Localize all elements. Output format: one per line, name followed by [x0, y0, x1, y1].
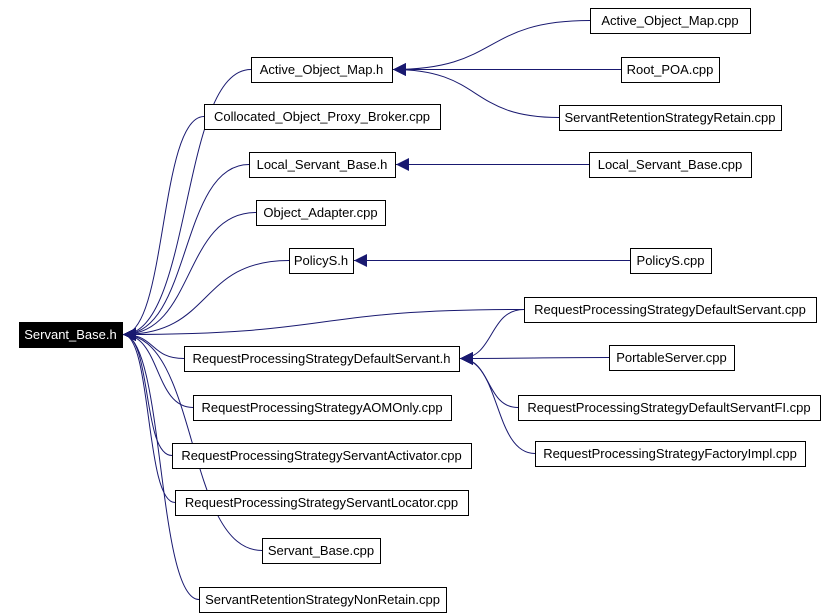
edge-active_object_map_cpp-to-active_object_map_h — [392, 20, 591, 76]
node-label-root_poa_cpp: Root_POA.cpp — [627, 62, 714, 77]
node-policys_h[interactable]: PolicyS.h — [289, 248, 354, 274]
edge-portableserver_cpp-to-rpsds_h — [459, 351, 610, 365]
node-box-rpsfi_cpp — [535, 441, 806, 467]
node-rpsdsfi_cpp[interactable]: RequestProcessingStrategyDefaultServantF… — [518, 395, 821, 421]
edge-rpsds_h-to-servant_base_h — [122, 328, 185, 359]
node-box-servant_base_h — [19, 322, 123, 348]
node-label-collocated_cpp: Collocated_Object_Proxy_Broker.cpp — [214, 109, 430, 124]
node-box-srsnr_cpp — [199, 587, 447, 613]
node-box-rpsaom_cpp — [193, 395, 452, 421]
node-box-srsr_cpp — [559, 105, 782, 131]
node-label-policys_cpp: PolicyS.cpp — [637, 253, 705, 268]
node-box-policys_cpp — [630, 248, 712, 274]
node-box-rpssa_cpp — [172, 443, 472, 469]
node-box-portableserver_cpp — [609, 345, 735, 371]
node-box-servant_base_cpp — [262, 538, 381, 564]
node-label-local_servant_base_cpp: Local_Servant_Base.cpp — [598, 157, 743, 172]
edge-rpssa_cpp-to-servant_base_h — [122, 328, 173, 456]
node-object_adapter_cpp[interactable]: Object_Adapter.cpp — [256, 200, 386, 226]
node-servant_base_cpp[interactable]: Servant_Base.cpp — [262, 538, 381, 564]
node-rpsaom_cpp[interactable]: RequestProcessingStrategyAOMOnly.cpp — [193, 395, 452, 421]
node-box-rpsdsfi_cpp — [518, 395, 821, 421]
node-label-rpssa_cpp: RequestProcessingStrategyServantActivato… — [181, 448, 461, 463]
node-rpssa_cpp[interactable]: RequestProcessingStrategyServantActivato… — [172, 443, 472, 469]
node-label-rpssl_cpp: RequestProcessingStrategyServantLocator.… — [185, 495, 458, 510]
edge-servant_base_cpp-to-servant_base_h — [122, 328, 263, 551]
node-label-active_object_map_h: Active_Object_Map.h — [260, 62, 384, 77]
node-collocated_cpp[interactable]: Collocated_Object_Proxy_Broker.cpp — [204, 104, 441, 130]
node-box-local_servant_base_h — [249, 152, 396, 178]
edge-object_adapter_cpp-to-servant_base_h — [122, 212, 257, 341]
edge-local_servant_base_h-to-servant_base_h — [122, 164, 250, 341]
edge-rpssl_cpp-to-servant_base_h — [122, 328, 176, 503]
node-rpsds_h[interactable]: RequestProcessingStrategyDefaultServant.… — [184, 346, 460, 372]
node-label-local_servant_base_h: Local_Servant_Base.h — [257, 157, 388, 172]
node-srsnr_cpp[interactable]: ServantRetentionStrategyNonRetain.cpp — [199, 587, 447, 613]
node-box-active_object_map_h — [251, 57, 393, 83]
node-label-servant_base_cpp: Servant_Base.cpp — [268, 543, 374, 558]
node-box-rpssl_cpp — [175, 490, 469, 516]
node-label-rpsdsfi_cpp: RequestProcessingStrategyDefaultServantF… — [527, 400, 810, 415]
node-box-local_servant_base_cpp — [589, 152, 752, 178]
node-label-active_object_map_cpp: Active_Object_Map.cpp — [601, 13, 738, 28]
node-box-collocated_cpp — [204, 104, 441, 130]
edge-rpsfi_cpp-to-rpsds_h — [459, 352, 536, 454]
edge-rpsdsfi_cpp-to-rpsds_h — [459, 352, 519, 408]
edge-rpsds_cpp-to-servant_base_h — [122, 309, 525, 341]
node-box-root_poa_cpp — [621, 57, 720, 83]
node-label-object_adapter_cpp: Object_Adapter.cpp — [263, 205, 377, 220]
node-local_servant_base_h[interactable]: Local_Servant_Base.h — [249, 152, 396, 178]
edge-srsr_cpp-to-active_object_map_h — [392, 63, 560, 118]
edge-policys_h-to-servant_base_h — [122, 260, 290, 341]
node-root_poa_cpp[interactable]: Root_POA.cpp — [621, 57, 720, 83]
node-box-rpsds_cpp — [524, 297, 817, 323]
node-portableserver_cpp[interactable]: PortableServer.cpp — [609, 345, 735, 371]
edge-rpsaom_cpp-to-servant_base_h — [122, 328, 194, 408]
node-label-rpsds_cpp: RequestProcessingStrategyDefaultServant.… — [534, 302, 806, 317]
node-box-active_object_map_cpp — [590, 8, 751, 34]
node-box-object_adapter_cpp — [256, 200, 386, 226]
node-box-rpsds_h — [184, 346, 460, 372]
node-rpssl_cpp[interactable]: RequestProcessingStrategyServantLocator.… — [175, 490, 469, 516]
node-label-srsr_cpp: ServantRetentionStrategyRetain.cpp — [564, 110, 775, 125]
node-label-rpsfi_cpp: RequestProcessingStrategyFactoryImpl.cpp — [543, 446, 797, 461]
node-label-rpsds_h: RequestProcessingStrategyDefaultServant.… — [193, 351, 451, 366]
node-label-policys_h: PolicyS.h — [294, 253, 348, 268]
node-srsr_cpp[interactable]: ServantRetentionStrategyRetain.cpp — [559, 105, 782, 131]
node-label-servant_base_h: Servant_Base.h — [24, 327, 117, 342]
node-label-rpsaom_cpp: RequestProcessingStrategyAOMOnly.cpp — [201, 400, 442, 415]
node-rpsds_cpp[interactable]: RequestProcessingStrategyDefaultServant.… — [524, 297, 817, 323]
node-active_object_map_cpp[interactable]: Active_Object_Map.cpp — [590, 8, 751, 34]
node-label-portableserver_cpp: PortableServer.cpp — [616, 350, 727, 365]
node-box-policys_h — [289, 248, 354, 274]
edge-collocated_cpp-to-servant_base_h — [122, 116, 205, 341]
edge-active_object_map_h-to-servant_base_h — [122, 69, 252, 341]
edge-rpsds_cpp-to-rpsds_h — [459, 309, 525, 365]
node-policys_cpp[interactable]: PolicyS.cpp — [630, 248, 712, 274]
node-local_servant_base_cpp[interactable]: Local_Servant_Base.cpp — [589, 152, 752, 178]
node-label-srsnr_cpp: ServantRetentionStrategyNonRetain.cpp — [205, 592, 440, 607]
node-servant_base_h: Servant_Base.h — [19, 322, 123, 348]
edge-srsnr_cpp-to-servant_base_h — [122, 328, 200, 600]
node-rpsfi_cpp[interactable]: RequestProcessingStrategyFactoryImpl.cpp — [535, 441, 806, 467]
node-active_object_map_h[interactable]: Active_Object_Map.h — [251, 57, 393, 83]
